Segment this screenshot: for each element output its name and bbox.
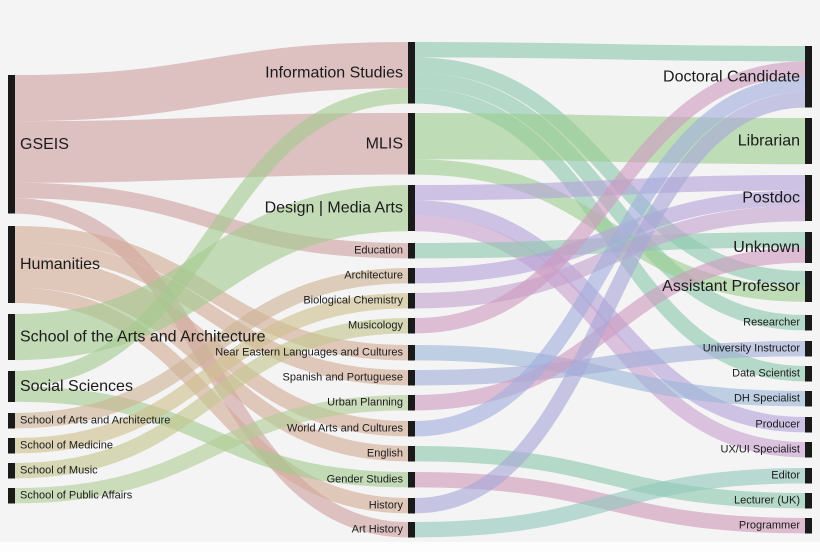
node-bar-librarian[interactable] xyxy=(805,118,812,165)
flow-arthistory-editor[interactable] xyxy=(414,468,806,538)
flow-gseis-infostudies[interactable] xyxy=(14,42,409,122)
node-label-mlis: MLIS xyxy=(366,135,403,152)
node-bar-mlis[interactable] xyxy=(408,113,415,175)
flow-mlis-librarian[interactable] xyxy=(414,113,806,165)
flow-spanport-univinstructor[interactable] xyxy=(414,341,806,386)
node-label-education: Education xyxy=(354,245,403,257)
node-bar-medicine[interactable] xyxy=(8,438,15,454)
node-bar-arthistory[interactable] xyxy=(408,522,415,538)
node-bar-history[interactable] xyxy=(408,498,415,514)
node-bar-genderstudies[interactable] xyxy=(408,472,415,488)
node-bar-producer[interactable] xyxy=(805,417,812,433)
node-bar-socsci[interactable] xyxy=(8,371,15,402)
flow-socsci-infostudies[interactable] xyxy=(14,88,409,387)
node-label-english: English xyxy=(367,448,403,460)
node-bar-musicology[interactable] xyxy=(408,318,415,334)
node-label-music: School of Music xyxy=(20,465,98,477)
node-label-gseis: GSEIS xyxy=(20,136,69,153)
node-label-editor: Editor xyxy=(771,470,800,482)
flow-nelc-dhspecialist[interactable] xyxy=(414,345,806,407)
flow-history-doctoral[interactable] xyxy=(414,92,806,514)
flow-humanities-spanport[interactable] xyxy=(14,241,409,386)
node-label-soaa: School of Arts and Architecture xyxy=(20,415,170,427)
node-label-urbanplanning: Urban Planning xyxy=(327,397,403,409)
flow-urbanplanning-unknown[interactable] xyxy=(414,247,806,411)
node-bar-dhspecialist[interactable] xyxy=(805,391,812,407)
node-label-nelc: Near Eastern Languages and Cultures xyxy=(215,347,403,359)
node-label-programmer: Programmer xyxy=(739,520,800,532)
node-bar-uxui[interactable] xyxy=(805,442,812,458)
node-label-architecture: Architecture xyxy=(344,270,403,282)
node-label-uxui: UX/UI Specialist xyxy=(721,444,800,456)
flow-socsci-genderstudies[interactable] xyxy=(14,386,409,488)
node-bar-humanities[interactable] xyxy=(8,226,15,303)
node-bar-music[interactable] xyxy=(8,463,15,479)
node-label-musicology: Musicology xyxy=(348,320,404,332)
node-label-medicine: School of Medicine xyxy=(20,440,113,452)
node-bar-programmer[interactable] xyxy=(805,518,812,534)
node-bar-asstprof[interactable] xyxy=(805,271,812,302)
node-label-biochem: Biological Chemistry xyxy=(303,295,403,307)
node-bar-english[interactable] xyxy=(408,446,415,462)
flow-medicine-biochem[interactable] xyxy=(14,293,409,454)
node-label-sotaa: School of the Arts and Architecture xyxy=(20,329,266,346)
flow-musicology-doctoral[interactable] xyxy=(414,61,806,334)
node-bar-nelc[interactable] xyxy=(408,345,415,361)
node-bar-univinstructor[interactable] xyxy=(805,341,812,357)
node-bar-researcher[interactable] xyxy=(805,315,812,331)
flow-publicaffairs-urbanplanning[interactable] xyxy=(14,395,409,504)
node-bar-editor[interactable] xyxy=(805,468,812,484)
flow-infostudies-doctoral[interactable] xyxy=(414,42,806,62)
flow-wac-doctoral[interactable] xyxy=(414,76,806,437)
node-bar-publicaffairs[interactable] xyxy=(8,488,15,504)
node-bar-urbanplanning[interactable] xyxy=(408,395,415,411)
flow-music-musicology[interactable] xyxy=(14,318,409,479)
bottom-strip xyxy=(0,542,820,552)
flow-gseis-mlis[interactable] xyxy=(14,113,409,183)
node-bar-postdoc[interactable] xyxy=(805,175,812,222)
node-label-researcher: Researcher xyxy=(743,317,800,329)
node-label-publicaffairs: School of Public Affairs xyxy=(20,490,133,502)
node-label-librarian: Librarian xyxy=(738,133,800,150)
node-label-dma: Design | Media Arts xyxy=(265,200,403,217)
node-label-history: History xyxy=(369,500,404,512)
node-bar-doctoral[interactable] xyxy=(805,46,812,108)
node-label-infostudies: Information Studies xyxy=(265,64,403,81)
node-bar-soaa[interactable] xyxy=(8,413,15,429)
node-bar-spanport[interactable] xyxy=(408,370,415,386)
node-bar-unknown[interactable] xyxy=(805,232,812,263)
node-label-wac: World Arts and Cultures xyxy=(287,423,403,435)
node-label-postdoc: Postdoc xyxy=(742,190,800,207)
node-bar-gseis[interactable] xyxy=(8,75,15,214)
node-label-spanport: Spanish and Portuguese xyxy=(283,372,403,384)
node-label-dhspecialist: DH Specialist xyxy=(734,393,800,405)
node-label-genderstudies: Gender Studies xyxy=(327,474,404,486)
flow-soaa-architecture[interactable] xyxy=(14,268,409,429)
node-label-lectureruk: Lecturer (UK) xyxy=(734,495,800,507)
node-bar-wac[interactable] xyxy=(408,421,415,437)
flow-gseis-education[interactable] xyxy=(14,182,409,259)
node-label-arthistory: Art History xyxy=(352,524,404,536)
node-label-doctoral: Doctoral Candidate xyxy=(663,68,800,85)
node-bar-education[interactable] xyxy=(408,243,415,259)
node-label-producer: Producer xyxy=(755,419,800,431)
flow-english-lectureruk[interactable] xyxy=(414,446,806,509)
flow-architecture-postdoc[interactable] xyxy=(414,190,806,284)
node-bar-architecture[interactable] xyxy=(408,268,415,284)
node-label-univinstructor: University Instructor xyxy=(703,343,801,355)
node-label-datascientist: Data Scientist xyxy=(732,368,800,380)
node-label-asstprof: Assistant Professor xyxy=(662,278,801,295)
node-bar-infostudies[interactable] xyxy=(408,42,415,104)
node-label-socsci: Social Sciences xyxy=(20,378,133,395)
node-bar-biochem[interactable] xyxy=(408,293,415,309)
node-bar-sotaa[interactable] xyxy=(8,314,15,361)
flow-sotaa-dma[interactable] xyxy=(14,185,409,361)
node-label-humanities: Humanities xyxy=(20,256,100,273)
node-bar-lectureruk[interactable] xyxy=(805,493,812,509)
node-bar-dma[interactable] xyxy=(408,185,415,232)
node-label-unknown: Unknown xyxy=(733,239,800,256)
node-bar-datascientist[interactable] xyxy=(805,366,812,382)
